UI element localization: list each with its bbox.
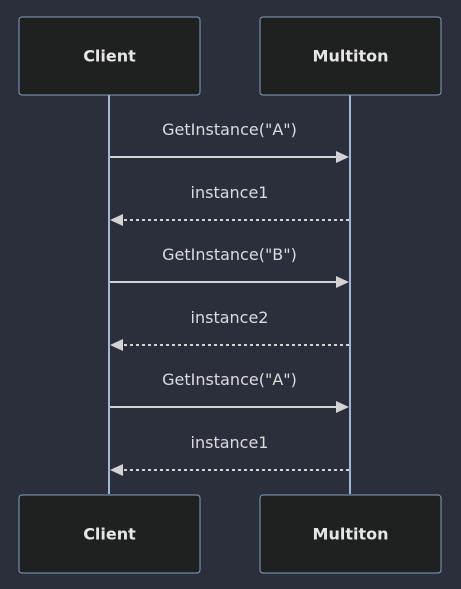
message-3: GetInstance("B"): [110, 245, 349, 288]
arrowhead-icon: [110, 339, 123, 351]
message-2: instance1: [110, 183, 349, 226]
client-actor-bottom: Client: [18, 494, 201, 574]
arrowhead-icon: [336, 151, 349, 163]
arrowhead-icon: [110, 214, 123, 226]
message-label: instance1: [191, 433, 269, 452]
client-actor-top-label: Client: [83, 47, 136, 66]
multiton-actor-bottom-label: Multiton: [313, 525, 389, 544]
arrowhead-icon: [336, 401, 349, 413]
message-label: instance1: [191, 183, 269, 202]
message-5: GetInstance("A"): [110, 370, 349, 413]
message-6: instance1: [110, 433, 349, 476]
multiton-actor-top-label: Multiton: [313, 47, 389, 66]
multiton-actor-bottom: Multiton: [259, 494, 442, 574]
client-actor-bottom-label: Client: [83, 525, 136, 544]
message-4: instance2: [110, 308, 349, 351]
arrowhead-icon: [110, 464, 123, 476]
message-label: GetInstance("A"): [162, 120, 297, 139]
multiton-actor-top: Multiton: [259, 16, 442, 96]
message-1: GetInstance("A"): [110, 120, 349, 163]
client-actor-top: Client: [18, 16, 201, 96]
message-group: GetInstance("A")instance1GetInstance("B"…: [110, 120, 349, 476]
message-label: GetInstance("A"): [162, 370, 297, 389]
arrowhead-icon: [336, 276, 349, 288]
message-label: instance2: [191, 308, 269, 327]
message-label: GetInstance("B"): [162, 245, 297, 264]
